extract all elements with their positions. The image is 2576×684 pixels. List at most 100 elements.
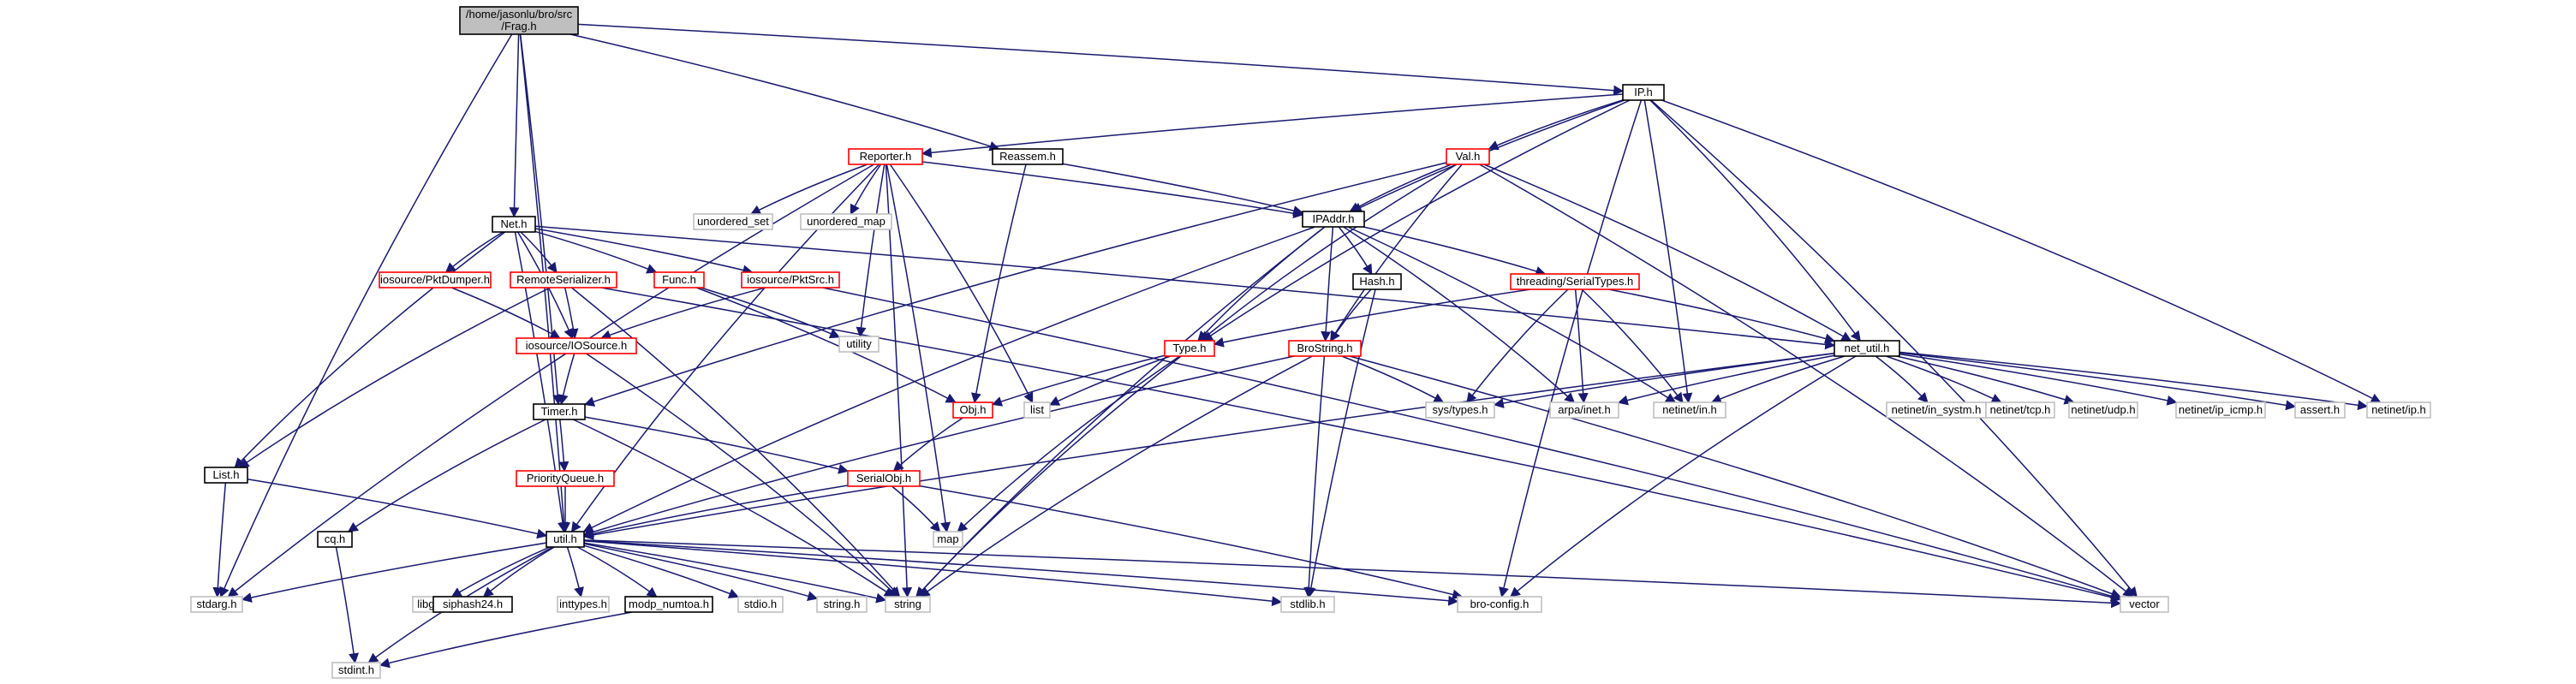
node-box [1446, 148, 1490, 165]
node-stdarg: stdarg.h [190, 596, 243, 613]
node-box [1549, 401, 1619, 419]
node-string: string [885, 596, 931, 613]
node-label: netinet/in.h [1662, 403, 1717, 416]
node-box [2366, 401, 2431, 419]
node-serialtypes[interactable]: threading/SerialTypes.h [1510, 273, 1640, 290]
node-box [510, 271, 617, 288]
include-edge [1330, 164, 1463, 342]
node-iosource[interactable]: iosource/IOSource.h [516, 337, 637, 354]
include-edge [1062, 163, 1304, 216]
include-edge [1202, 99, 1631, 342]
node-cq[interactable]: cq.h [317, 531, 353, 548]
include-edge [700, 287, 841, 339]
node-utility: utility [838, 336, 880, 353]
include-edge [583, 540, 1283, 607]
include-edge [576, 546, 658, 598]
include-edge [1213, 288, 1531, 348]
node-box [432, 596, 513, 613]
node-ipaddr[interactable]: IPAddr.h [1302, 211, 1365, 228]
node-label: Hash.h [1359, 275, 1394, 288]
node-box [317, 531, 353, 548]
node-box [1653, 401, 1726, 419]
include-edge [1499, 99, 1643, 598]
node-systypes: sys/types.h [1425, 401, 1495, 419]
node-label: Reassem.h [999, 150, 1056, 163]
include-edge [1466, 288, 1569, 403]
node-iph[interactable]: IP.h [1622, 84, 1665, 101]
node-modp[interactable]: modp_numtoa.h [624, 596, 713, 613]
node-stdlib: stdlib.h [1280, 596, 1335, 613]
node-label: unordered_set [697, 215, 769, 228]
node-serialobj[interactable]: SerialObj.h [847, 470, 921, 487]
node-label: Timer.h [541, 405, 578, 418]
include-edge [347, 419, 546, 532]
node-label: Type.h [1172, 342, 1206, 354]
node-udp: netinet/udp.h [2068, 401, 2138, 419]
node-func[interactable]: Func.h [653, 271, 705, 288]
node-box [1164, 340, 1215, 357]
node-box [653, 271, 705, 288]
include-edge [583, 543, 819, 602]
node-listh[interactable]: List.h [204, 467, 248, 484]
node-uset: unordered_set [693, 213, 773, 230]
node-remoteser[interactable]: RemoteSerializer.h [510, 271, 617, 288]
node-vector: vector [2120, 596, 2169, 613]
node-reporter[interactable]: Reporter.h [848, 148, 923, 165]
include-edge [1875, 355, 1929, 403]
node-hash[interactable]: Hash.h [1352, 273, 1402, 290]
include-edge [482, 546, 555, 598]
include-edge [534, 225, 1836, 350]
node-label: unordered_map [807, 215, 886, 228]
include-edge [583, 539, 1459, 606]
node-timer[interactable]: Timer.h [533, 403, 586, 420]
include-edge [1349, 164, 1452, 212]
node-pktsrc[interactable]: iosource/PktSrc.h [741, 271, 840, 288]
node-obj[interactable]: Obj.h [952, 401, 993, 419]
include-edge [1349, 355, 2122, 599]
node-netutil[interactable]: net_util.h [1834, 340, 1900, 357]
node-stringh: string.h [816, 596, 868, 613]
include-edge [1341, 355, 1445, 403]
node-box [2120, 596, 2169, 613]
node-label: List.h [212, 468, 239, 481]
include-edge [970, 164, 1027, 404]
node-label: string [894, 598, 921, 610]
include-edge [1896, 355, 2075, 405]
node-val[interactable]: Val.h [1446, 148, 1490, 165]
node-siphash[interactable]: siphash24.h [432, 596, 513, 613]
node-box [379, 271, 492, 288]
include-edge [919, 485, 1464, 600]
node-label: netinet/ip.h [2371, 403, 2426, 416]
node-box [1457, 596, 1542, 613]
include-edge [1488, 99, 1624, 151]
node-box [838, 336, 880, 353]
include-edge [1321, 226, 1334, 342]
node-pktdumper[interactable]: iosource/PktDumper.h [379, 271, 492, 288]
include-edge [582, 355, 1295, 538]
node-label: cq.h [325, 532, 346, 545]
node-pqueue[interactable]: PriorityQueue.h [516, 470, 615, 487]
node-label: /home/jasonlu/bro/src [466, 8, 573, 21]
node-label: Reporter.h [860, 150, 912, 163]
node-frag[interactable]: /home/jasonlu/bro/src/Frag.h [459, 6, 579, 35]
include-edge [451, 287, 561, 339]
node-arpainet: arpa/inet.h [1549, 401, 1619, 419]
include-edge [1200, 164, 1458, 342]
node-label: Val.h [1456, 150, 1481, 163]
include-edge [379, 611, 633, 669]
node-box [516, 337, 637, 354]
node-label: map [937, 532, 958, 545]
node-brostring[interactable]: BroString.h [1288, 340, 1362, 357]
node-box [190, 596, 243, 613]
node-util[interactable]: util.h [546, 531, 585, 548]
node-label: iosource/PktSrc.h [747, 273, 834, 286]
include-edge [520, 231, 558, 273]
include-edge [1899, 352, 2297, 411]
node-label: bro-config.h [1470, 598, 1530, 610]
node-inttypes: inttypes.h [557, 596, 610, 613]
node-net[interactable]: Net.h [492, 216, 536, 233]
node-label: util.h [553, 532, 576, 545]
include-edge [1608, 288, 1836, 344]
node-type[interactable]: Type.h [1164, 340, 1215, 357]
node-reassem[interactable]: Reassem.h [992, 148, 1064, 165]
